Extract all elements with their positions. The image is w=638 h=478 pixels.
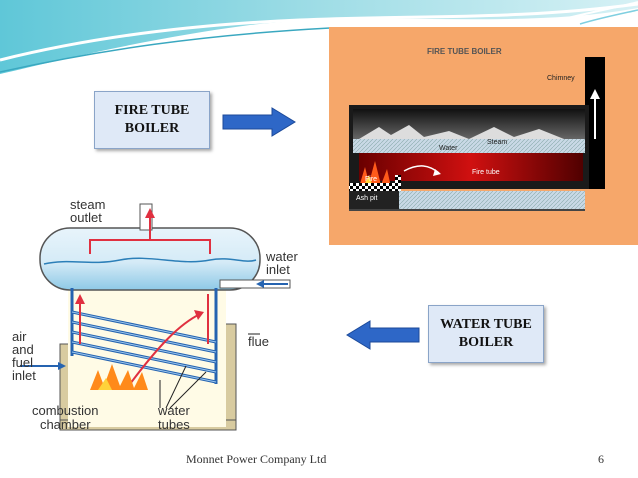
water-tube-boiler-label: WATER TUBE BOILER xyxy=(428,305,544,363)
combustion-chamber-label: combustion chamber xyxy=(32,403,99,432)
page-number: 6 xyxy=(598,452,604,466)
water-label-line2: BOILER xyxy=(458,335,514,350)
fire-label-line1: FIRE TUBE xyxy=(114,103,190,118)
water-tube-boiler-drawing xyxy=(20,203,291,431)
fire-label-line2: BOILER xyxy=(124,121,180,136)
ash-pit-label: Ash pit xyxy=(356,195,378,202)
fire-tube-boiler-label: FIRE TUBE BOILER xyxy=(94,91,210,149)
fire-diagram-title: FIRE TUBE BOILER xyxy=(427,47,502,56)
steam-outlet-label: steam outlet xyxy=(70,197,106,225)
fire-tube-boiler-diagram: FIRE TUBE BOILER xyxy=(329,27,638,245)
fire-tube-label: Fire tube xyxy=(472,169,500,176)
water-tubes-label: water tubes xyxy=(158,403,190,432)
fire-label: Fire xyxy=(365,176,378,183)
left-arrow-icon xyxy=(346,320,420,350)
flue-label: flue xyxy=(248,334,269,349)
right-arrow-icon xyxy=(222,107,296,137)
water-label-line1: WATER TUBE xyxy=(440,317,532,332)
chimney-label: Chimney xyxy=(547,75,575,82)
water-inlet-label: water inlet xyxy=(266,249,298,277)
footer-company: Monnet Power Company Ltd xyxy=(186,452,327,466)
water-label: Water xyxy=(439,145,458,152)
air-fuel-inlet-label: air and fuel inlet xyxy=(12,329,36,383)
header-wave-decoration xyxy=(0,0,638,74)
steam-label: Steam xyxy=(487,139,508,146)
water-tube-boiler-diagram: steam outlet water inlet air and fuel in… xyxy=(10,194,322,436)
fire-tube-boiler-drawing xyxy=(349,57,605,211)
